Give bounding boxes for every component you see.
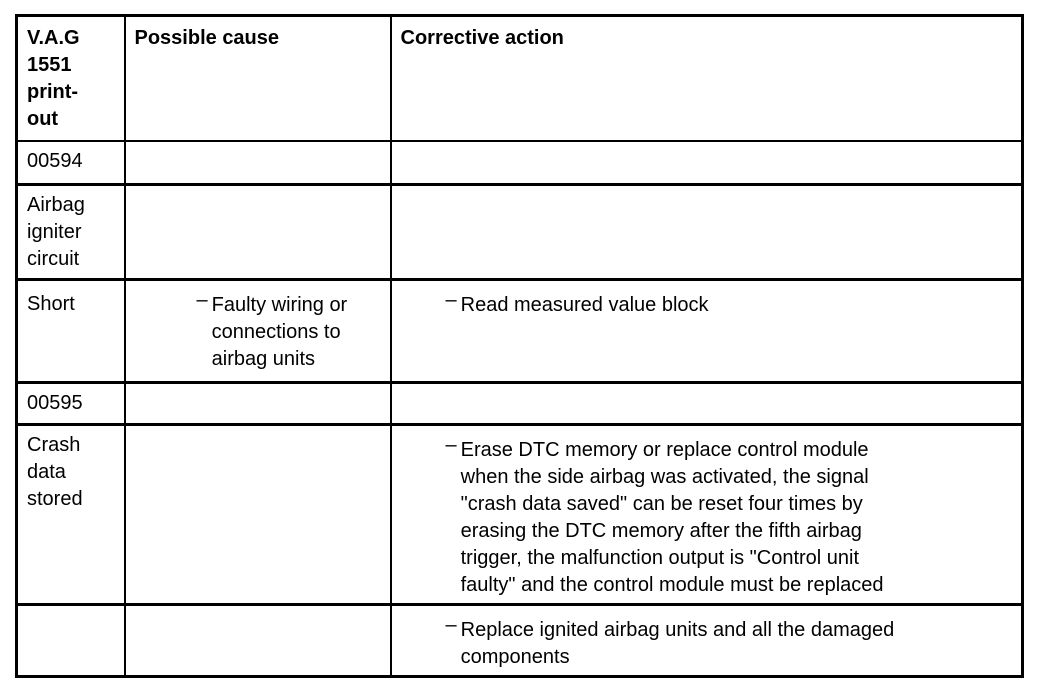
corrective-action-cell: [389, 183, 1024, 281]
header-row: V.A.G 1551 print- out Possible cause Cor…: [15, 14, 1024, 142]
corrective-action-cell: [389, 381, 1024, 426]
bullet-item: – Faulty wiring or connections to airbag…: [135, 287, 382, 373]
dash-bullet-icon: –: [196, 289, 208, 311]
corrective-action-cell: [389, 139, 1024, 186]
printout-cell: Airbag igniter circuit: [15, 183, 126, 281]
bullet-text: Replace ignited airbag units and all the…: [460, 619, 895, 668]
possible-cause-cell: [123, 183, 392, 281]
bullet-text: Read measured value block: [460, 294, 709, 316]
col-header-corrective-action: Corrective action: [389, 14, 1024, 142]
printout-cell: Crash data stored: [15, 423, 126, 606]
possible-cause-cell: [123, 603, 392, 678]
table-row-short: Short – Faulty wiring or connections to …: [15, 278, 1024, 384]
col-header-possible-cause: Possible cause: [123, 14, 392, 142]
col-header-vag-printout: V.A.G 1551 print- out: [15, 14, 126, 142]
bullet-item: – Read measured value block: [401, 287, 1014, 319]
printout-cell: 00595: [15, 381, 126, 426]
diagnostic-trouble-code-table: V.A.G 1551 print- out Possible cause Cor…: [15, 14, 1024, 678]
possible-cause-cell: – Faulty wiring or connections to airbag…: [123, 278, 392, 384]
possible-cause-cell: [123, 139, 392, 186]
possible-cause-cell: [123, 381, 392, 426]
possible-cause-cell: [123, 423, 392, 606]
table-row-dtc-00594: 00594: [15, 139, 1024, 186]
dash-bullet-icon: –: [445, 289, 457, 311]
corrective-action-cell: – Erase DTC memory or replace control mo…: [389, 423, 1024, 606]
bullet-text: Erase DTC memory or replace control modu…: [460, 439, 884, 596]
table-row-replace-ignited-units: – Replace ignited airbag units and all t…: [15, 603, 1024, 678]
table-row-airbag-igniter-circuit: Airbag igniter circuit: [15, 183, 1024, 281]
corrective-action-cell: – Replace ignited airbag units and all t…: [389, 603, 1024, 678]
table-row-dtc-00595: 00595: [15, 381, 1024, 426]
dash-bullet-icon: –: [445, 614, 457, 636]
printout-cell: Short: [15, 278, 126, 384]
bullet-item: – Replace ignited airbag units and all t…: [401, 612, 1014, 671]
bullet-item: – Erase DTC memory or replace control mo…: [401, 432, 1014, 599]
dash-bullet-icon: –: [445, 434, 457, 456]
table-row-crash-data-stored: Crash data stored – Erase DTC memory or …: [15, 423, 1024, 606]
corrective-action-cell: – Read measured value block: [389, 278, 1024, 384]
bullet-text: Faulty wiring or connections to airbag u…: [211, 294, 348, 370]
printout-cell: 00594: [15, 139, 126, 186]
printout-cell: [15, 603, 126, 678]
